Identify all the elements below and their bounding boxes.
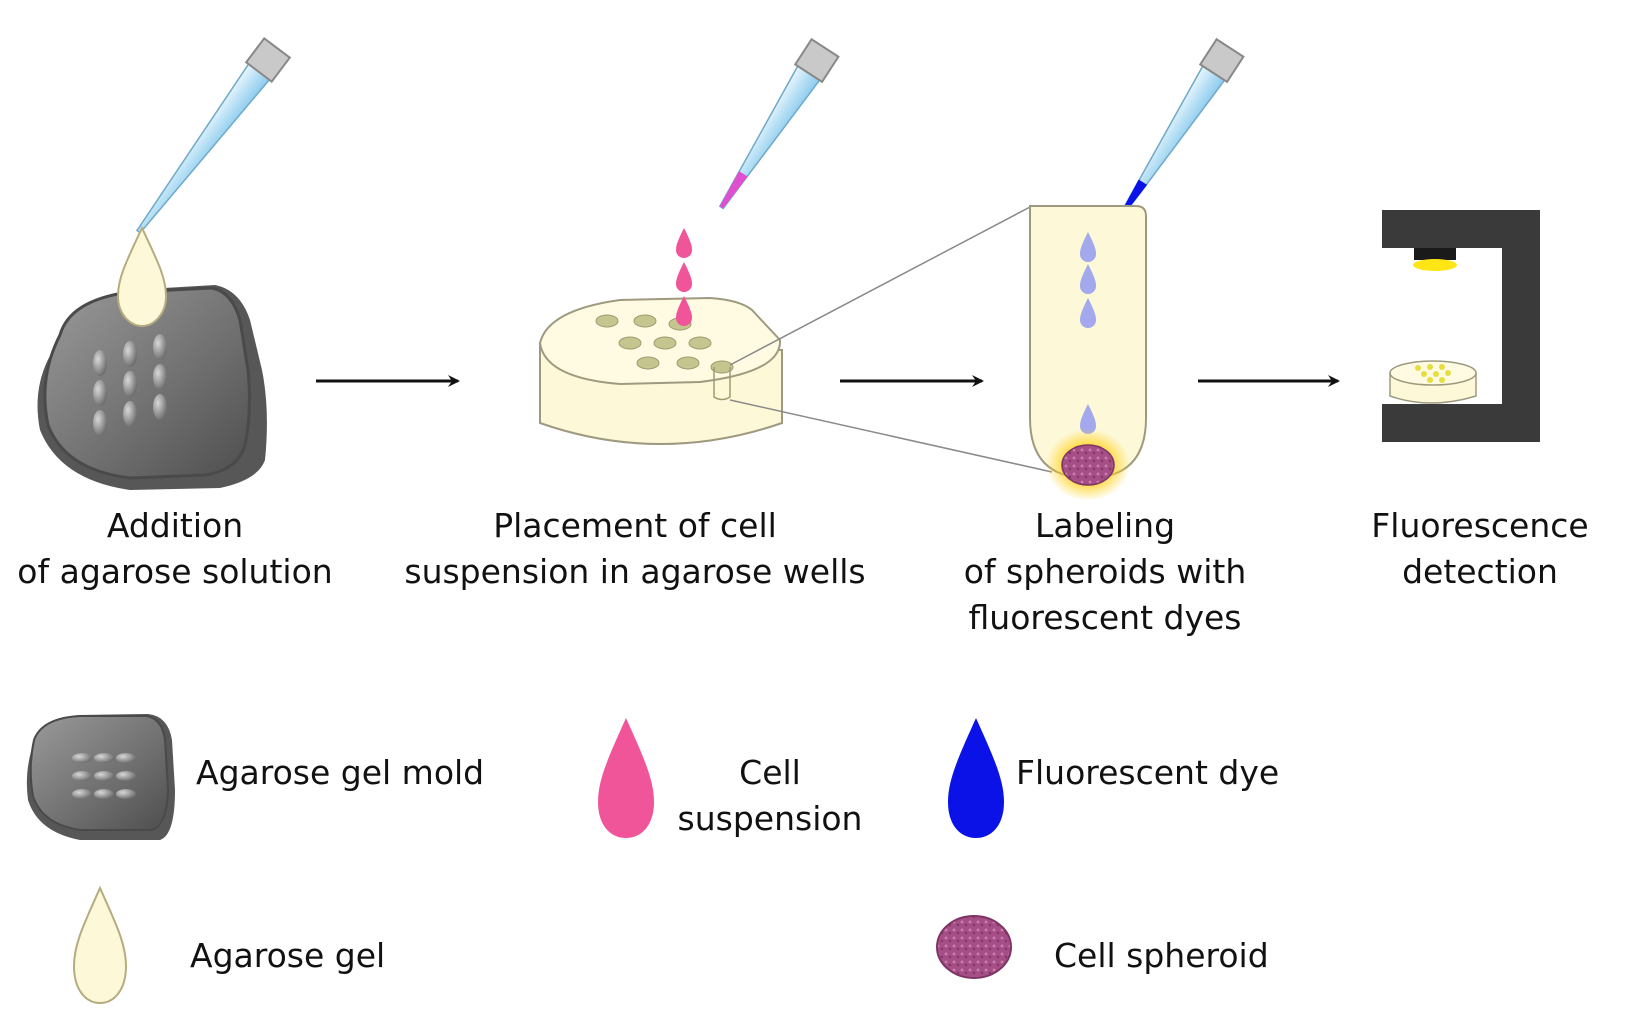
agarose-disc-icon — [538, 296, 783, 445]
legend-mold-icon — [26, 714, 175, 840]
legend-gel-label: Agarose gel — [190, 936, 386, 975]
legend-agarose-drop-icon — [72, 885, 128, 1005]
spheroid-in-well-icon — [1061, 444, 1115, 486]
step-1-label: Addition of agarose solution — [17, 506, 333, 591]
agarose-drop-step1-icon — [116, 225, 168, 328]
step-4-label: Fluorescence detection — [1371, 506, 1589, 591]
pipette-1-icon — [135, 36, 292, 234]
legend-spheroid-label: Cell spheroid — [1054, 936, 1269, 975]
legend-dye-drop-icon — [948, 718, 1004, 838]
legend-mold-label: Agarose gel mold — [196, 753, 485, 792]
zoom-line-top — [729, 206, 1031, 366]
legend-cell-suspension-drop-icon — [598, 718, 654, 838]
agarose-mold-icon — [37, 285, 267, 490]
fluorescence-reader-icon — [1382, 210, 1540, 442]
legend-dye-label: Fluorescent dye — [1016, 753, 1280, 792]
step-3-label: Labeling of spheroids with fluorescent d… — [963, 506, 1247, 637]
pipette-2-icon — [718, 37, 840, 210]
dye-drops-falling-icon — [1080, 232, 1096, 434]
legend-cell-suspension-label: Cell suspension — [677, 753, 863, 838]
step-2-label: Placement of cell suspension in agarose … — [404, 506, 866, 591]
sample-disc-icon — [1389, 360, 1477, 404]
pipette-3-icon — [1121, 37, 1245, 214]
zoom-line-bottom — [729, 399, 1053, 473]
legend-spheroid-icon — [936, 915, 1012, 979]
cell-suspension-drops-icon — [676, 228, 692, 326]
